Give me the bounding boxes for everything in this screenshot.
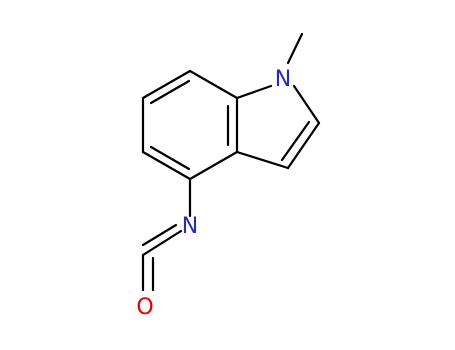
bond-inner-c5-c4 xyxy=(149,145,191,171)
atom-label-n1: N xyxy=(275,67,291,92)
bond-n-c xyxy=(141,229,183,257)
bond-c7a-c7 xyxy=(188,69,239,100)
bond-c2-c3 xyxy=(286,121,321,170)
atom-label-n2: N xyxy=(182,214,198,239)
bond-inner-c7-c6 xyxy=(149,79,191,105)
bond-c7-c6 xyxy=(141,69,192,100)
bond-c4-c3a xyxy=(188,150,239,181)
bond-c7a-n1 xyxy=(235,84,273,100)
bond-n1-c2 xyxy=(292,84,321,125)
bond-c3-c3a xyxy=(235,150,290,170)
bond-c5-c4 xyxy=(141,150,192,181)
bond-n-c-double xyxy=(141,223,178,247)
bond-n1-methyl xyxy=(286,32,304,65)
bond-c2-c3-inner xyxy=(280,120,311,162)
atom-label-o: O xyxy=(136,295,153,320)
